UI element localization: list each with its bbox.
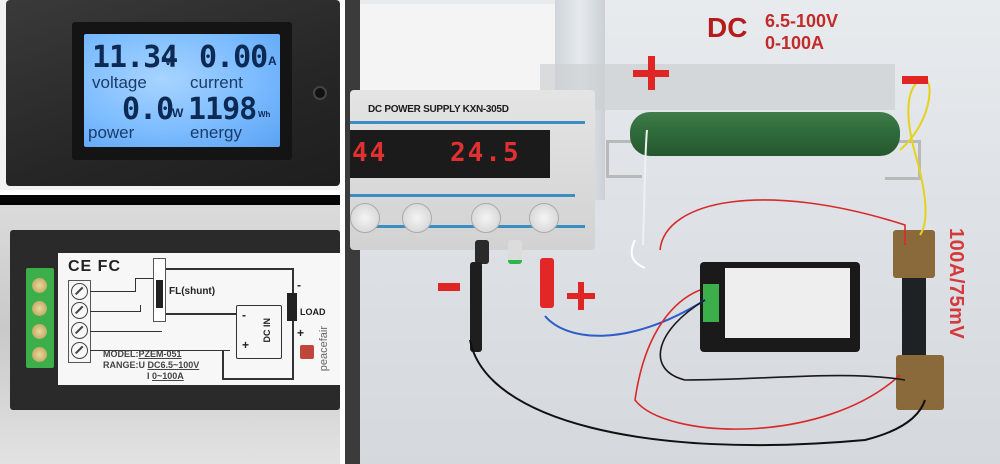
dcin-minus: - — [242, 308, 246, 322]
wire-line — [90, 331, 162, 332]
energy-value: 1198 — [188, 92, 257, 127]
psu-title: DC POWER SUPPLY KXN-305D — [368, 104, 509, 115]
photo-divider — [0, 195, 340, 205]
power-label: power — [88, 123, 135, 142]
wire-line — [166, 313, 236, 315]
current-range: 0-100A — [765, 33, 825, 53]
wire-line — [222, 378, 294, 380]
shunt-body — [902, 278, 926, 356]
range-current-prefix: I — [147, 371, 153, 381]
certification-marks: CE FC — [68, 258, 121, 275]
load-symbol — [287, 293, 297, 321]
shunt-terminal — [893, 230, 935, 278]
voltage-value: 11.34 — [92, 40, 178, 75]
psu-negative-post — [475, 240, 489, 264]
dc-in-label: DC IN — [262, 318, 272, 343]
model-value: PZEM-051 — [138, 349, 182, 359]
terminal-frame — [68, 280, 91, 363]
psu-stripe — [350, 194, 575, 197]
psu-knob — [471, 203, 501, 233]
energy-label: energy — [190, 123, 242, 142]
shunt-rating: 100A/75mV — [945, 228, 967, 340]
screw-icon — [32, 324, 47, 339]
resistor-plus-icon-vertical — [648, 56, 655, 90]
psu-stripe — [350, 121, 585, 124]
meter-module-label — [725, 268, 850, 338]
terminal-icon — [71, 322, 88, 339]
resistor-bracket — [606, 140, 642, 178]
psu-ground-post — [508, 240, 522, 264]
range-label: RANGE:U — [103, 360, 148, 370]
wire-line — [90, 291, 135, 292]
current-unit: A — [268, 54, 277, 68]
lcd-screen: 11.34 V 0.00 A voltage current 0.0 W 119… — [84, 34, 280, 147]
dc-label: DC — [707, 12, 748, 43]
meter-button — [313, 86, 327, 100]
load-label: LOAD — [300, 307, 326, 317]
dc-range: 6.5-100V 0-100A — [765, 10, 838, 54]
psu-voltage-readout: 24.5 — [450, 138, 521, 168]
brand-logo-icon — [300, 345, 314, 359]
text-mask-patch — [540, 64, 895, 110]
psu-knob — [350, 203, 380, 233]
psu-knob — [529, 203, 559, 233]
wire-line — [140, 305, 141, 312]
terminal-icon — [71, 342, 88, 359]
screw-icon — [32, 347, 47, 362]
psu-plus-icon-vertical — [578, 282, 584, 310]
energy-unit: Wh — [258, 110, 271, 119]
current-label: current — [190, 73, 243, 92]
model-label: MODEL: — [103, 349, 139, 359]
wire-line — [222, 350, 224, 379]
psu-current-readout: 44 — [352, 138, 388, 168]
dc-in-box — [236, 305, 282, 359]
voltage-range: 6.5-100V — [765, 11, 839, 31]
wiring — [469, 77, 931, 447]
terminal-icon — [71, 283, 88, 300]
psu-positive-post — [540, 258, 554, 308]
load-plus: + — [297, 326, 305, 340]
wire-line — [90, 311, 140, 312]
shunt-bar — [156, 280, 163, 308]
terminal-block — [26, 268, 54, 368]
psu-knob — [402, 203, 432, 233]
resistor-bracket — [885, 140, 921, 180]
wire-line — [90, 350, 230, 351]
screw-icon — [32, 301, 47, 316]
wire-line — [135, 278, 136, 292]
dcin-plus: + — [242, 338, 250, 352]
backdrop — [350, 4, 560, 92]
range-voltage: DC6.5~100V — [147, 360, 200, 370]
range-current: 0~100A — [152, 371, 184, 381]
screw-icon — [32, 278, 47, 293]
model-info: MODEL:PZEM-051 RANGE:U DC6.5~100V I 0~10… — [103, 349, 199, 382]
wire-line — [166, 268, 293, 270]
resistor-minus-icon — [902, 76, 928, 84]
power-unit: W — [172, 106, 184, 120]
shunt-terminal — [896, 355, 944, 410]
brand-name: peacefair — [318, 326, 330, 372]
voltage-label: voltage — [92, 73, 147, 92]
voltage-unit: V — [164, 54, 173, 68]
current-value: 0.00 — [199, 40, 268, 75]
meter-terminal-block — [703, 284, 719, 322]
load-minus: - — [297, 278, 301, 292]
wire-line — [292, 268, 294, 294]
power-value: 0.0 — [122, 92, 174, 127]
shunt-label: FL(shunt) — [169, 286, 216, 297]
load-resistor — [630, 112, 900, 156]
wire-line — [292, 321, 294, 379]
terminal-icon — [71, 302, 88, 319]
wire-line — [135, 278, 155, 279]
black-test-lead — [470, 262, 482, 352]
psu-display: 44 24.5 — [350, 130, 550, 178]
psu-minus-icon — [438, 283, 460, 291]
